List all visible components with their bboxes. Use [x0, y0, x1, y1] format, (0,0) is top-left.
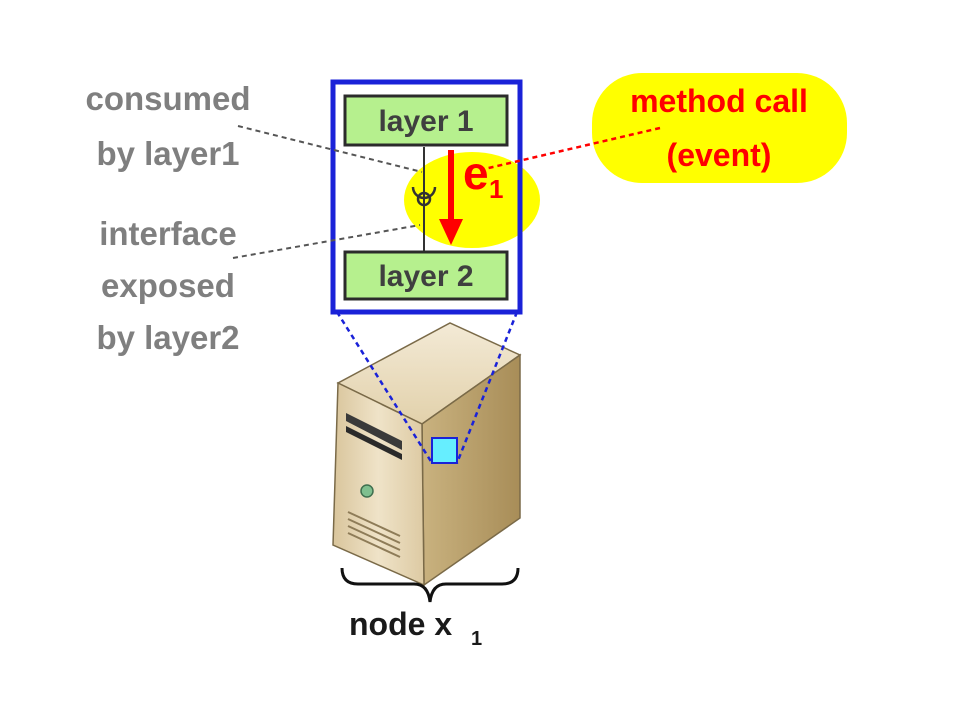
- node-zoom-frame: [330, 79, 523, 315]
- leader-consumed: [237, 125, 423, 173]
- callout-bubble: [592, 73, 847, 183]
- zoom-line-right: [455, 311, 519, 464]
- callout-line1: method call: [630, 83, 808, 119]
- layer-1-label: layer 1: [378, 105, 473, 138]
- layer-1-box: layer 1: [343, 94, 509, 147]
- component-chip: [431, 437, 458, 464]
- event-label-main: e: [463, 147, 489, 199]
- note-interface-line1: interface: [99, 215, 237, 252]
- node-label-main: node x: [349, 606, 452, 642]
- layer-2-label: layer 2: [378, 260, 473, 293]
- note-interface-line2: exposed: [101, 267, 235, 304]
- method-call-callout: method call (event): [592, 73, 847, 183]
- note-interface: interface exposed by layer2: [96, 215, 239, 356]
- zoom-line-left: [335, 311, 434, 464]
- note-interface-line3: by layer2: [96, 319, 239, 356]
- leader-interface: [232, 224, 421, 259]
- leader-method-call: [479, 126, 661, 172]
- node-label-sub: 1: [471, 628, 482, 650]
- node-brace: [340, 567, 520, 603]
- note-consumed-line2: by layer1: [96, 135, 239, 172]
- node-label: node x 1: [349, 606, 482, 650]
- down-arrow-icon: [439, 150, 463, 245]
- server-tower-icon: [332, 322, 522, 587]
- socket-connector-icon: [411, 186, 437, 207]
- layer-2-box: layer 2: [343, 250, 509, 301]
- callout-line2: (event): [667, 137, 772, 173]
- note-consumed: consumed by layer1: [85, 80, 250, 172]
- event-highlight: [404, 152, 540, 248]
- note-consumed-line1: consumed: [85, 80, 250, 117]
- event-label-sub: 1: [489, 174, 503, 204]
- event-label: e 1: [463, 147, 503, 204]
